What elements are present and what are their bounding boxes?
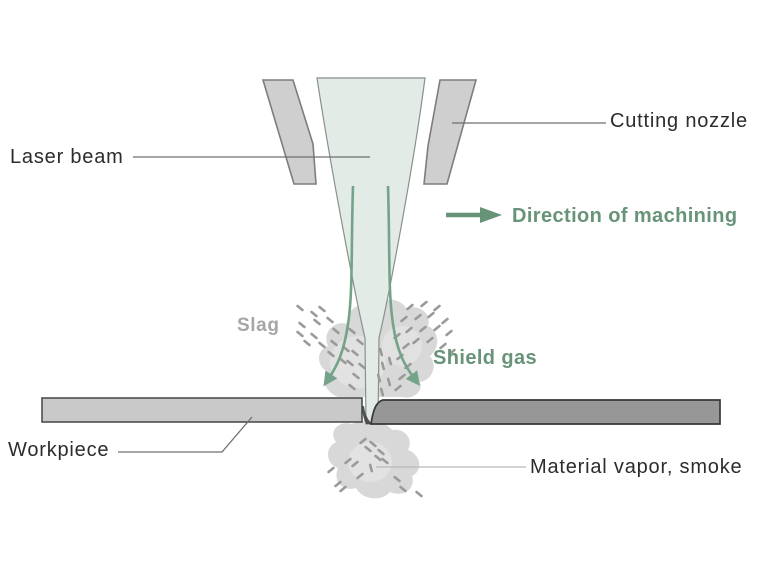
direction-arrow-head — [480, 207, 502, 223]
shield-gas-label: Shield gas — [433, 347, 537, 369]
vapor-particles-below — [327, 437, 423, 498]
shield-gas-flow-left — [323, 185, 355, 387]
laser-beam-label: Laser beam — [10, 146, 124, 168]
smoke-cloud-below — [327, 420, 420, 499]
slag-particles-right — [400, 300, 456, 356]
workpiece-right-section — [370, 399, 721, 425]
workpiece-leader — [118, 416, 253, 453]
direction-arrow — [446, 207, 502, 223]
material-vapor-label: Material vapor, smoke — [530, 456, 742, 478]
cutting-nozzle-label: Cutting nozzle — [610, 110, 748, 132]
workpiece-left-section — [41, 397, 363, 423]
direction-of-machining-label: Direction of machining — [512, 205, 737, 227]
workpiece-label: Workpiece — [8, 439, 109, 461]
slag-label: Slag — [237, 315, 280, 336]
shield-gas-flow — [323, 185, 421, 387]
cutting-nozzle-right-half — [423, 79, 478, 185]
slag-particles-center — [346, 327, 412, 397]
kerf-shadow — [362, 406, 373, 424]
cutting-nozzle-left-half — [261, 79, 317, 185]
shield-gas-flow-right — [386, 185, 421, 387]
